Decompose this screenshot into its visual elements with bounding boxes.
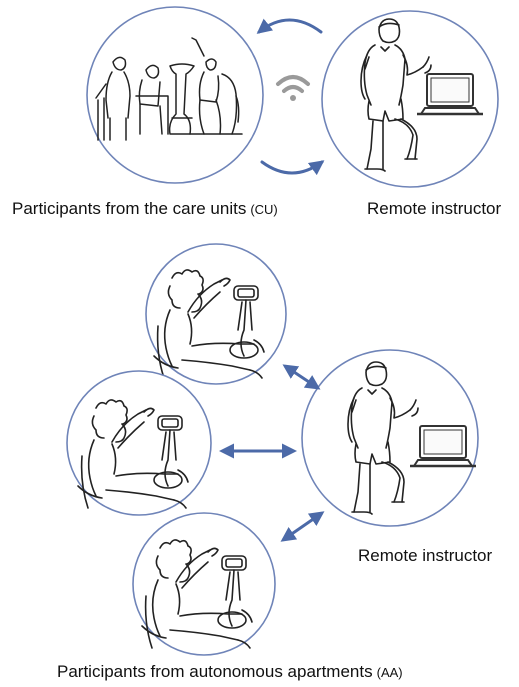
connection-arrows-bottom: [219, 364, 325, 542]
laptop-icon: [415, 72, 485, 116]
instructor-circle-top: [321, 10, 499, 188]
remote-instructor-caption-bottom: Remote instructor: [358, 546, 492, 565]
apartment-participant-circle-2: [66, 370, 212, 516]
care-units-circle: [86, 6, 264, 184]
wifi-icon: [276, 75, 310, 101]
laptop-icon: [408, 424, 478, 468]
remote-instructor-caption-top: Remote instructor: [367, 199, 501, 218]
apartment-participant-circle-1: [145, 243, 287, 385]
apartment-participant-circle-3: [132, 512, 276, 656]
connection-arrows-top: [256, 18, 325, 176]
group-participants-icon: [95, 37, 243, 141]
instructor-circle-bottom: [301, 349, 479, 527]
autonomous-apartments-caption: Participants from autonomous apartments(…: [57, 662, 403, 681]
care-units-caption: Participants from the care units(CU): [12, 199, 278, 218]
